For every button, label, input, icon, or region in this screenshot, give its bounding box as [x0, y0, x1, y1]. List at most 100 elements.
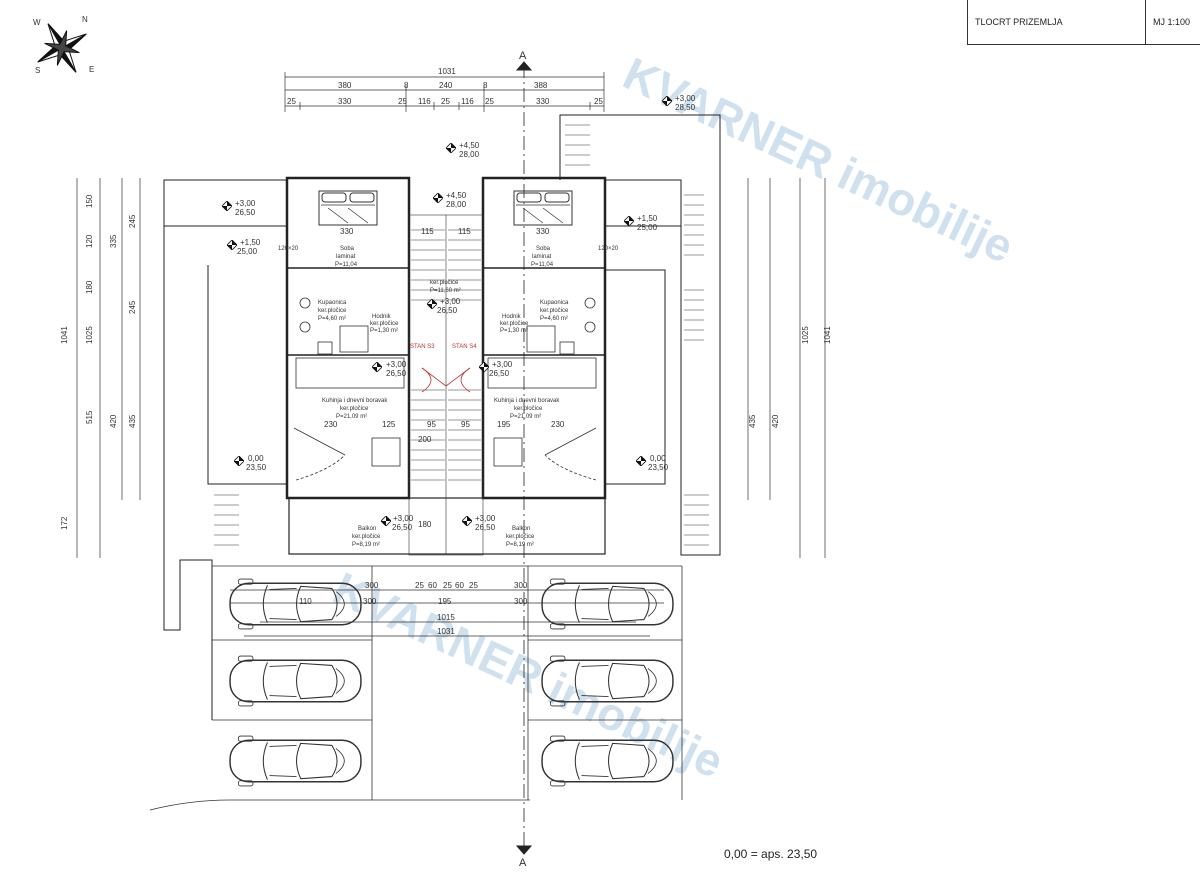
level-4-top: +4,50: [446, 191, 467, 200]
level-8-top: +3,00: [492, 360, 513, 369]
dim-int-330b: 330: [536, 227, 550, 236]
kitchen-furniture: [293, 357, 597, 481]
room-balkon-floor-left: ker.pločice: [352, 534, 381, 540]
dim-park-195: 195: [438, 597, 452, 606]
level-5-top: +1,50: [637, 214, 658, 223]
dim-park-60a: 60: [428, 581, 437, 590]
dim-int-125: 125: [382, 420, 396, 429]
level-marker-icon: [381, 516, 391, 526]
dim-left-180: 180: [85, 280, 94, 294]
room-kupaonica-floor-right: ker.pločice: [540, 308, 569, 314]
room-hodnik-area-left: P=1,30 m²: [370, 328, 398, 334]
dim-left-120: 120: [85, 234, 94, 248]
dim-park-25c: 25: [469, 581, 478, 590]
level-9-top: 0,00: [248, 454, 264, 463]
dim-park-60b: 60: [455, 581, 464, 590]
dim-right-1025: 1025: [801, 326, 810, 344]
level-6-bottom: 26,50: [437, 306, 458, 315]
unit-label-s3: STAN S3: [410, 344, 435, 350]
dim-int-95b: 95: [461, 420, 470, 429]
dim-int-115a: 115: [421, 227, 434, 236]
dim-int-95a: 95: [427, 420, 436, 429]
level-10-top: 0,00: [650, 454, 666, 463]
level-2-bottom: 26,50: [235, 208, 256, 217]
dim-left-435: 435: [128, 414, 137, 428]
bed-icon-left: [318, 190, 378, 226]
dim-top-2b: 8: [404, 81, 409, 90]
room-balkon-floor-right: ker.pločice: [506, 534, 535, 540]
level-4-bottom: 28,00: [446, 200, 467, 209]
level-0-top: +4,50: [459, 141, 480, 150]
room-soba-area-right: P=11,04: [531, 262, 554, 268]
left-dimension-lines: [76, 178, 141, 558]
right-dimension-lines: [747, 178, 826, 558]
dim-top-2a: 380: [338, 81, 352, 90]
dim-int-195: 195: [497, 420, 511, 429]
dim-park-25b: 25: [443, 581, 452, 590]
room-kupaonica-right: Kupaonica: [540, 300, 569, 306]
bed-icon-right: [513, 190, 573, 226]
dim-top-3h: 330: [536, 97, 550, 106]
car-icon-4: [541, 578, 674, 630]
room-balkon-right: Balkon: [512, 526, 530, 532]
room-kuhinja-floor-right: ker.pločice: [514, 406, 543, 412]
level-marker-icon: [446, 143, 456, 153]
bathroom-fixtures: [299, 297, 596, 355]
small-label-left: 120×20: [278, 246, 299, 252]
small-label-right: 120×20: [598, 246, 619, 252]
watermark-bottom: KVARNER imobilije: [326, 562, 732, 788]
room-hodnik-area-right: P=1,30 m²: [500, 328, 528, 334]
level-marker-icon: [234, 456, 244, 466]
dim-top-3b: 330: [338, 97, 352, 106]
room-soba-floor-left: laminat: [336, 254, 356, 260]
room-kupaonica-area-left: P=4,60 m²: [318, 316, 346, 322]
stair-floor: ker.pločice: [430, 280, 459, 286]
level-marker-icon: [479, 362, 489, 372]
dim-right-1041: 1041: [823, 326, 832, 344]
door-swings: [421, 367, 471, 393]
compass-e: E: [89, 65, 94, 74]
dim-top-2e: 388: [534, 81, 548, 90]
car-icon-2: [229, 655, 362, 707]
level-12-bottom: 26,50: [475, 523, 496, 532]
dim-top-2c: 240: [439, 81, 453, 90]
level-5-bottom: 25,00: [637, 223, 658, 232]
dim-right-420: 420: [771, 414, 780, 428]
level-marker-icon: [222, 201, 232, 211]
section-line: [515, 61, 533, 855]
room-hodnik-floor-left: ker.pločice: [370, 321, 399, 327]
level-9-bottom: 23,50: [246, 463, 267, 472]
dim-top-3f: 116: [461, 97, 474, 106]
room-kuhinja-area-left: P=21,09 m²: [336, 414, 367, 420]
level-8-bottom: 26,50: [489, 369, 510, 378]
room-hodnik-floor-right: ker.pločice: [500, 321, 529, 327]
level-marker-icon: [227, 240, 237, 250]
level-0-bottom: 28,00: [459, 150, 480, 159]
dim-park-300a: 300: [365, 581, 379, 590]
level-marker-icon: [427, 299, 437, 309]
title-block: TLOCRT PRIZEMLJA MJ 1:100: [967, 0, 1200, 45]
stair-area: P=11,60 m²: [430, 288, 461, 294]
dim-top-3i: 25: [594, 97, 603, 106]
level-marker-icon: [433, 193, 443, 203]
dim-park-25a: 25: [415, 581, 424, 590]
room-balkon-area-right: P=8,19 m²: [506, 542, 534, 548]
level-3-top: +1,50: [240, 238, 261, 247]
room-kuhinja-right: Kuhinja i dnevni boravak: [494, 398, 560, 404]
dim-top-3g: 25: [485, 97, 494, 106]
plan-title: TLOCRT PRIZEMLJA: [968, 0, 1146, 44]
datum-note: 0,00 = aps. 23,50: [724, 847, 818, 861]
compass-n: N: [82, 15, 88, 24]
dim-top-3a: 25: [287, 97, 296, 106]
dim-top-3c: 25: [398, 97, 407, 106]
dim-park-300d: 300: [514, 597, 528, 606]
room-balkon-area-left: P=8,19 m²: [352, 542, 380, 548]
dim-top-3d: 116: [418, 97, 431, 106]
level-2-top: +3,00: [235, 199, 256, 208]
room-kupaonica-floor-left: ker.pločice: [318, 308, 347, 314]
dim-int-230a: 230: [324, 420, 338, 429]
dim-park-1015: 1015: [437, 613, 455, 622]
dim-left-335: 335: [109, 234, 118, 248]
stairs: [214, 124, 709, 556]
